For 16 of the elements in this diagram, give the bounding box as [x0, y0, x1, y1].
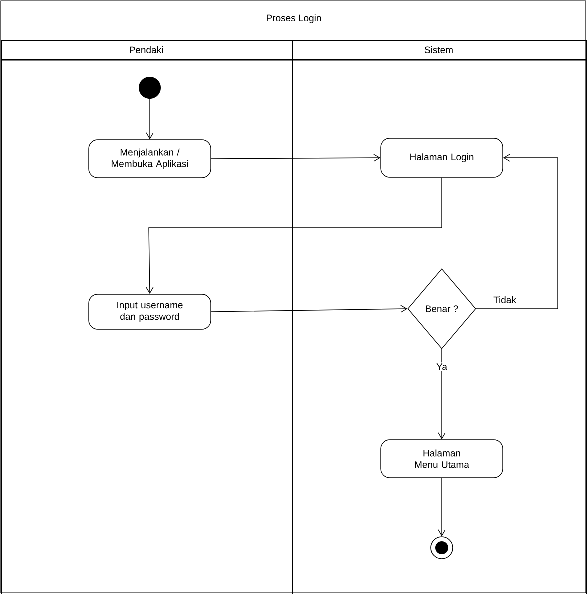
- activity-box: Halaman Login: [380, 138, 504, 178]
- arrow: [438, 478, 446, 537]
- arrow: [146, 98, 154, 140]
- edge-label: Ya: [436, 362, 448, 372]
- arrow: [211, 154, 381, 162]
- activity-box: Menjalankan / Membuka Aplikasi: [88, 140, 212, 178]
- end-node: [430, 536, 454, 560]
- edge-label: Tidak: [492, 296, 518, 304]
- arrow: [146, 178, 442, 294]
- activity-box: Input username dan password: [88, 294, 212, 330]
- start-node: [139, 77, 161, 99]
- title: Proses Login: [267, 14, 322, 24]
- activity-box: Halaman Menu Utama: [380, 440, 504, 478]
- arrow: [476, 154, 558, 310]
- arrow: [438, 349, 446, 440]
- arrow: [211, 305, 408, 313]
